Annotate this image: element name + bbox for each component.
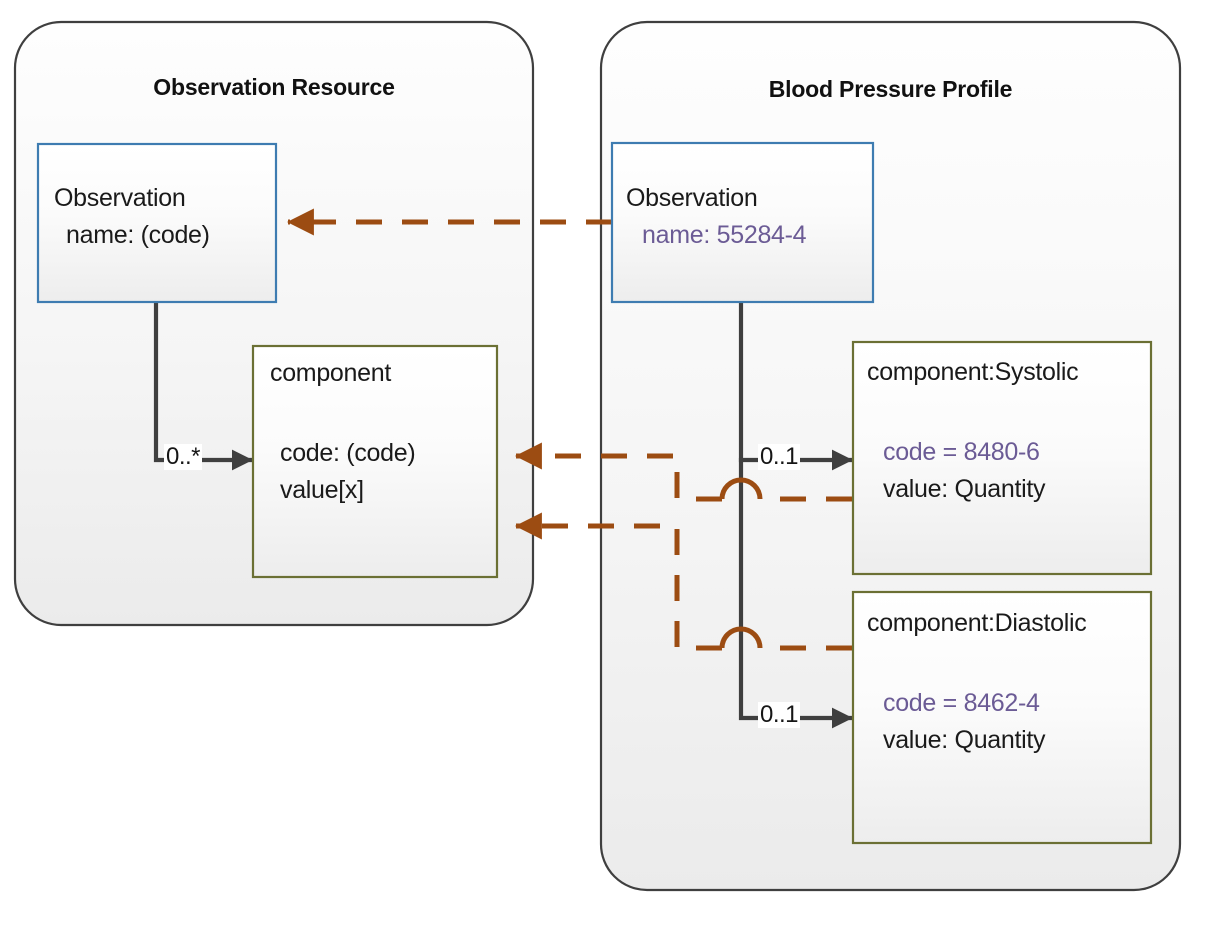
component-base-attr1: code: (code) [280, 439, 416, 467]
component-diastolic-title: component:Diastolic [867, 609, 1087, 637]
multiplicity-diastolic: 0..1 [758, 701, 801, 728]
box-component-base-text: component code: (code) value[x] [253, 346, 497, 577]
derivation-diastolic [540, 523, 852, 651]
panel-title-observation-resource: Observation Resource [153, 74, 395, 100]
derivation-systolic [540, 453, 852, 502]
box-component-base[interactable] [251, 344, 499, 579]
box-component-diastolic[interactable] [851, 590, 1153, 845]
observation-base-attribute: name: (code) [66, 221, 210, 249]
multiplicity-component-base: 0..* [164, 443, 203, 470]
box-component-systolic-text: component:Systolic code = 8480-6 value: … [853, 342, 1151, 574]
observation-profile-title: Observation [626, 184, 758, 212]
box-observation-base-text: Observation name: (code) [38, 144, 276, 302]
multiplicity-systolic: 0..1 [758, 443, 801, 470]
component-base-title: component [270, 359, 391, 387]
box-observation-profile[interactable] [610, 141, 875, 304]
box-observation-base[interactable] [36, 142, 278, 304]
box-component-diastolic-text: component:Diastolic code = 8462-4 value:… [853, 592, 1151, 843]
line-jump-diastolic [719, 626, 763, 649]
line-jump-systolic [719, 477, 763, 500]
component-diastolic-attr1: code = 8462-4 [883, 689, 1040, 717]
box-observation-profile-text: Observation name: 55284-4 [612, 143, 873, 302]
component-base-attr2: value[x] [280, 476, 364, 504]
observation-profile-attribute: name: 55284-4 [642, 221, 807, 249]
component-systolic-attr2: value: Quantity [883, 475, 1046, 503]
component-diastolic-attr2: value: Quantity [883, 726, 1046, 754]
component-systolic-attr1: code = 8480-6 [883, 438, 1040, 466]
box-component-systolic[interactable] [851, 340, 1153, 576]
component-systolic-title: component:Systolic [867, 358, 1079, 386]
observation-base-title: Observation [54, 184, 186, 212]
panel-title-blood-pressure-profile: Blood Pressure Profile [768, 76, 1013, 102]
